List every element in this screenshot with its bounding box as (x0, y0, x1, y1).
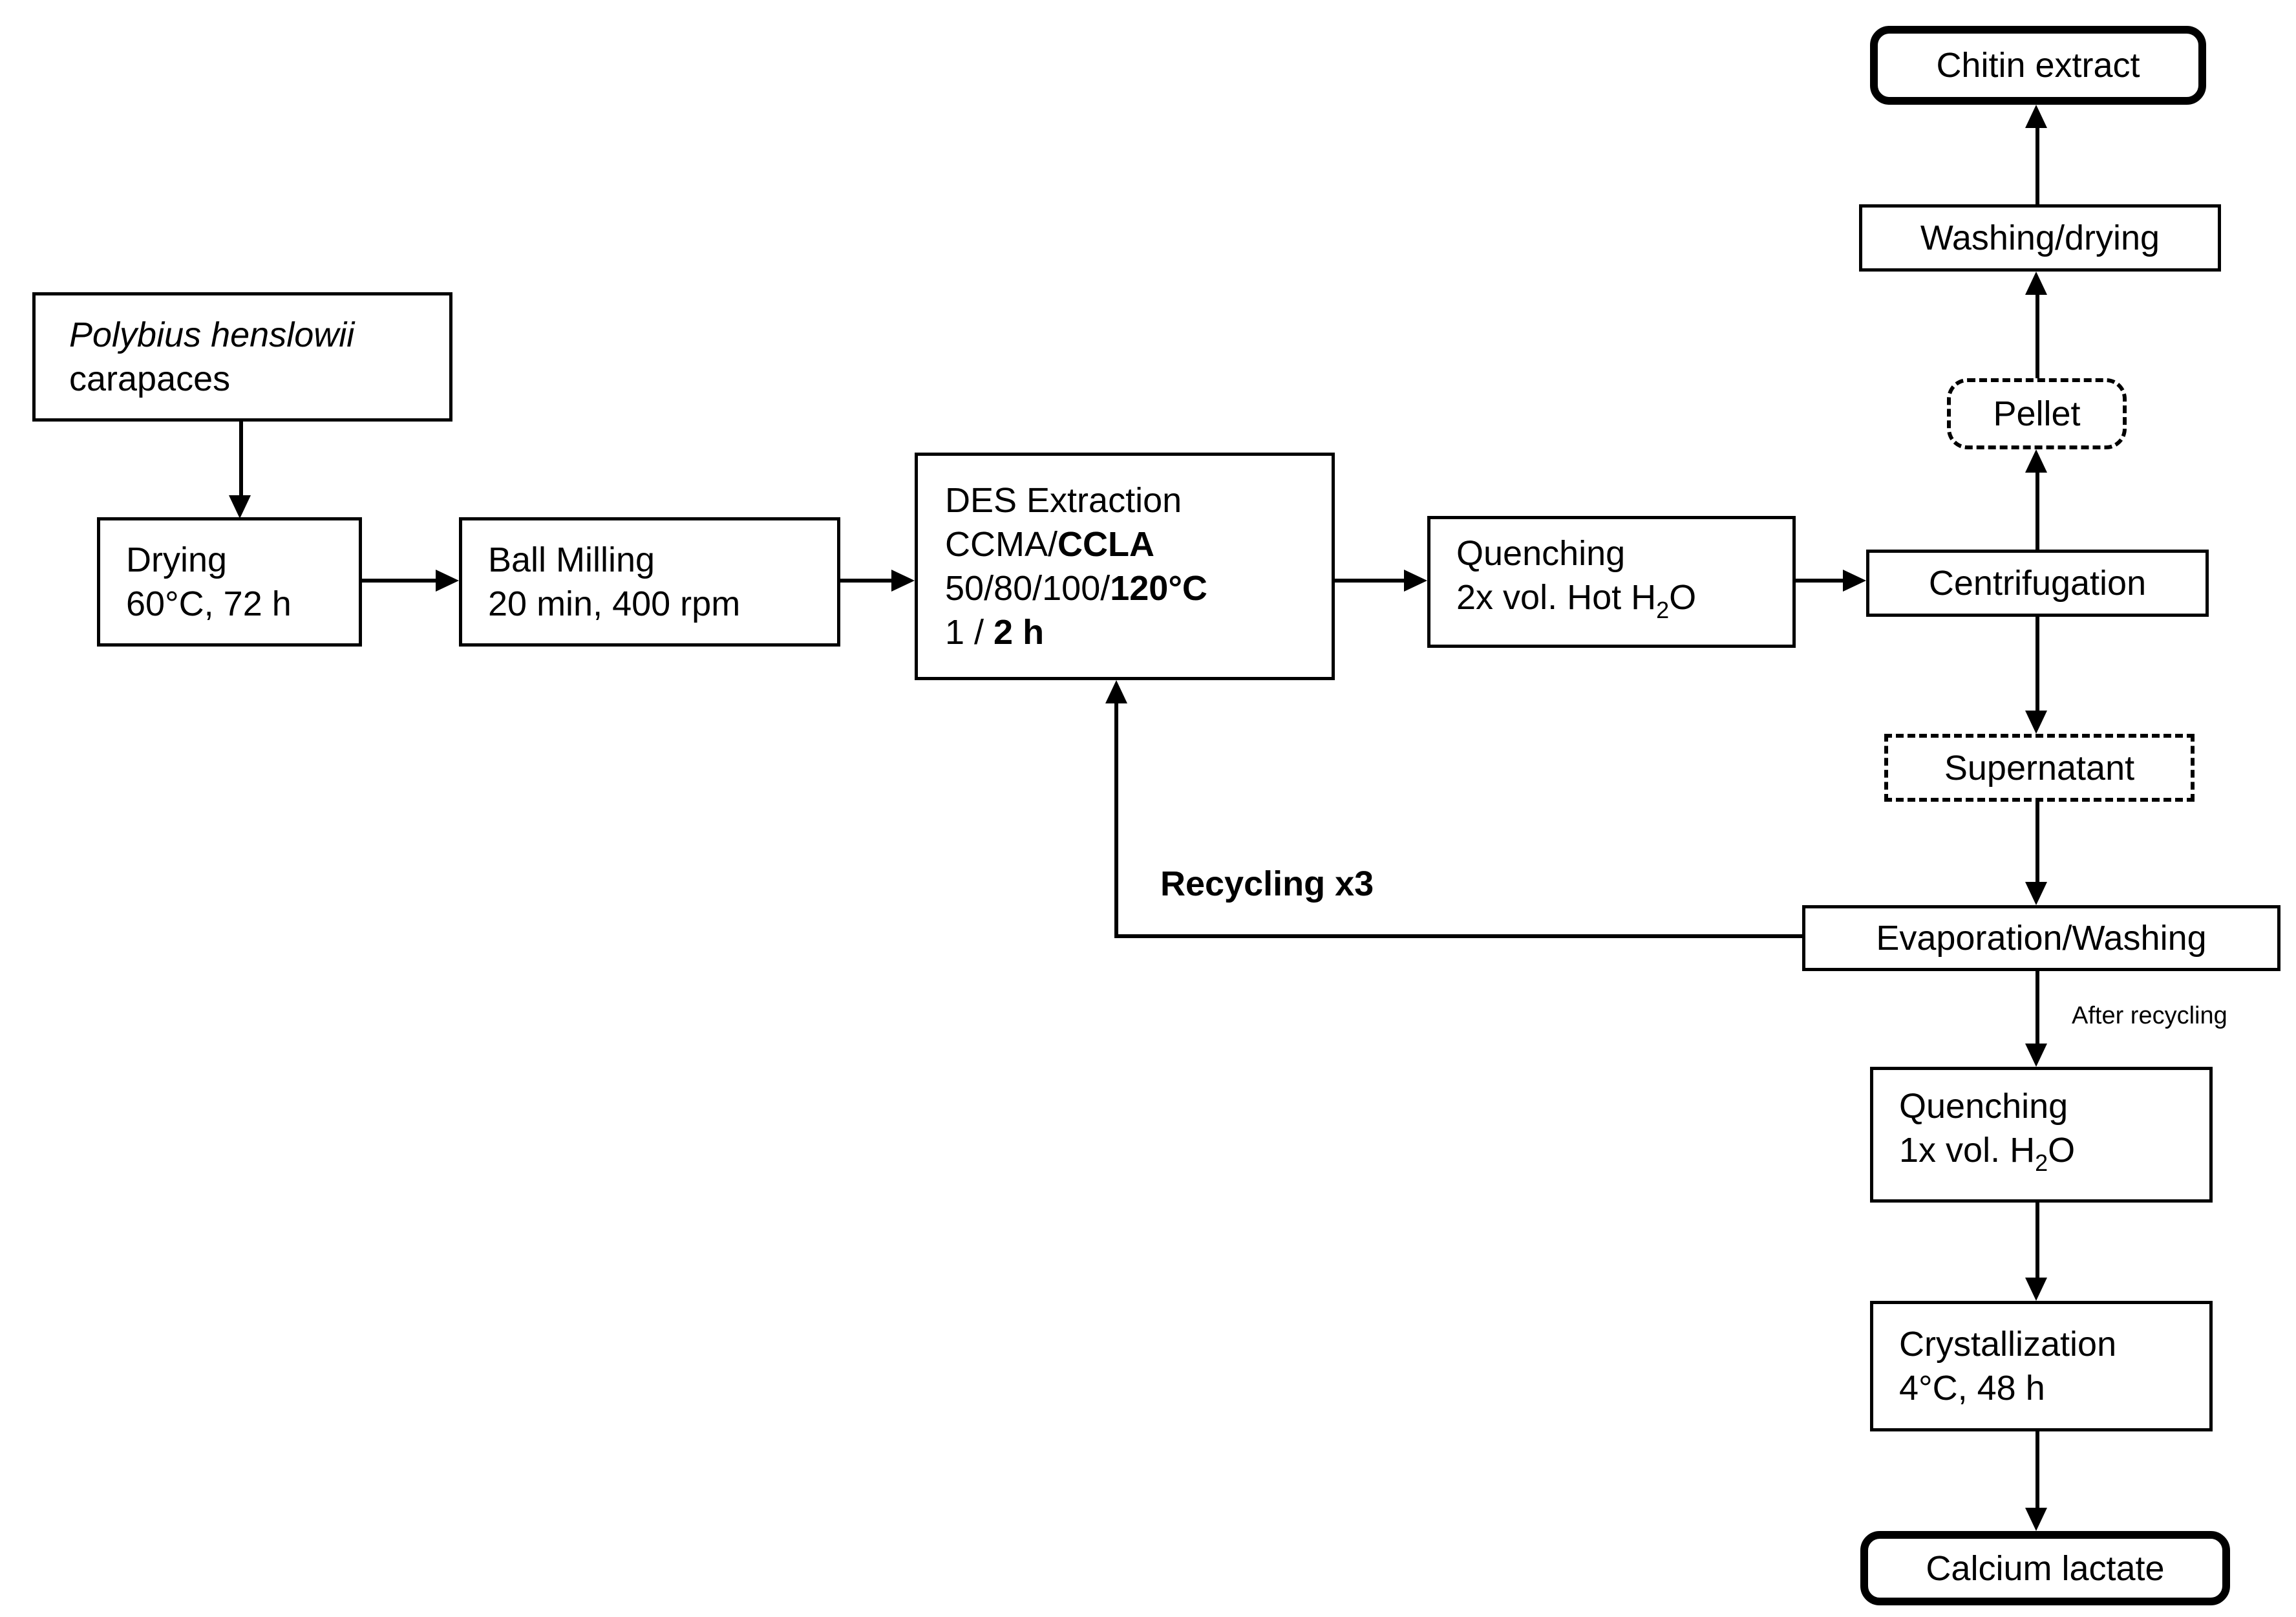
node-drying: Drying 60°C, 72 h (97, 517, 362, 647)
arrow-head (436, 570, 459, 592)
arrow-head (2025, 272, 2047, 295)
node-label: carapaces (69, 359, 231, 398)
node-label: 1x vol. H2O (1899, 1128, 2075, 1185)
after-recycling-label: After recycling (2072, 1002, 2227, 1029)
node-des-extraction: DES Extraction CCMA/CCLA 50/80/100/120°C… (915, 453, 1335, 680)
label-subscript: 2 (1656, 597, 1670, 623)
label-part: 1x vol. H (1899, 1131, 2036, 1170)
node-label: Evaporation/Washing (1876, 919, 2207, 958)
node-label: 2x vol. Hot H2O (1456, 575, 1696, 632)
node-quenching-hot-water: Quenching 2x vol. Hot H2O (1427, 516, 1796, 648)
label-part: 2x vol. Hot H (1456, 578, 1657, 617)
label-part: 50/80/100/ (945, 569, 1111, 608)
arrow-line (1114, 700, 1118, 938)
node-label: Quenching (1456, 534, 1626, 573)
label-part-bold: 2 h (994, 613, 1045, 652)
arrow-head (2025, 449, 2047, 473)
arrow-head (2025, 105, 2047, 128)
node-washing-drying: Washing/drying (1859, 204, 2221, 272)
arrow-head (229, 495, 251, 519)
arrow-line (2036, 1203, 2039, 1279)
node-label: DES Extraction (945, 481, 1182, 520)
node-label: Supernatant (1944, 748, 2135, 787)
node-label: Ball Milling (488, 541, 655, 579)
node-chitin-extract: Chitin extract (1870, 26, 2206, 105)
label-part: O (2048, 1131, 2076, 1170)
node-label: 4°C, 48 h (1899, 1369, 2045, 1408)
arrow-line (2036, 292, 2039, 378)
arrow-line (2036, 617, 2039, 712)
node-label: Washing/drying (1920, 219, 2160, 257)
arrow-head (1843, 570, 1866, 592)
node-label: Chitin extract (1936, 46, 2140, 85)
node-supernatant: Supernatant (1884, 734, 2195, 802)
arrow-head (2025, 1508, 2047, 1531)
recycling-label: Recycling x3 (1160, 864, 1374, 903)
node-polybius-carapaces: Polybius henslowii carapaces (32, 292, 452, 422)
node-label: Pellet (1993, 394, 2081, 433)
arrow-line (239, 422, 243, 495)
node-label: 60°C, 72 h (126, 584, 292, 623)
node-label: Calcium lactate (1926, 1548, 2165, 1588)
node-label: 50/80/100/120°C (945, 566, 1207, 610)
arrow-head (2025, 882, 2047, 905)
arrow-head (2025, 1044, 2047, 1067)
node-pellet: Pellet (1947, 378, 2127, 449)
arrow-head (1105, 680, 1127, 703)
label-subscript: 2 (2035, 1150, 2048, 1176)
arrow-head (891, 570, 915, 592)
arrow-line (840, 579, 893, 583)
node-centrifugation: Centrifugation (1866, 550, 2209, 617)
label-part: O (1669, 578, 1697, 617)
node-label: Crystallization (1899, 1325, 2117, 1364)
arrow-line (1335, 579, 1405, 583)
label-part-bold: 120°C (1110, 569, 1207, 608)
node-calcium-lactate: Calcium lactate (1860, 1531, 2230, 1605)
node-evaporation-washing: Evaporation/Washing (1802, 905, 2280, 971)
arrow-line (2036, 470, 2039, 550)
arrow-head (1404, 570, 1427, 592)
node-label: Centrifugation (1928, 564, 2147, 603)
arrow-head (2025, 711, 2047, 734)
node-label: 1 / 2 h (945, 610, 1044, 654)
node-label: CCMA/CCLA (945, 522, 1154, 566)
node-label: Polybius henslowii (69, 316, 355, 354)
node-ball-milling: Ball Milling 20 min, 400 rpm (459, 517, 840, 647)
label-part: 1 / (945, 613, 994, 652)
arrow-line (362, 579, 437, 583)
node-quenching-water: Quenching 1x vol. H2O (1870, 1067, 2213, 1203)
arrow-line (2036, 802, 2039, 883)
node-label: 20 min, 400 rpm (488, 584, 741, 623)
arrow-line (2036, 971, 2039, 1045)
node-crystallization: Crystallization 4°C, 48 h (1870, 1301, 2213, 1431)
label-part-bold: CCLA (1058, 525, 1154, 564)
arrow-line (2036, 125, 2039, 204)
node-label: Drying (126, 541, 228, 579)
label-part: CCMA/ (945, 525, 1058, 564)
arrow-line (1114, 934, 1802, 938)
arrow-line (1796, 579, 1844, 583)
arrow-head (2025, 1278, 2047, 1301)
node-label: Quenching (1899, 1087, 2068, 1126)
arrow-line (2036, 1431, 2039, 1509)
